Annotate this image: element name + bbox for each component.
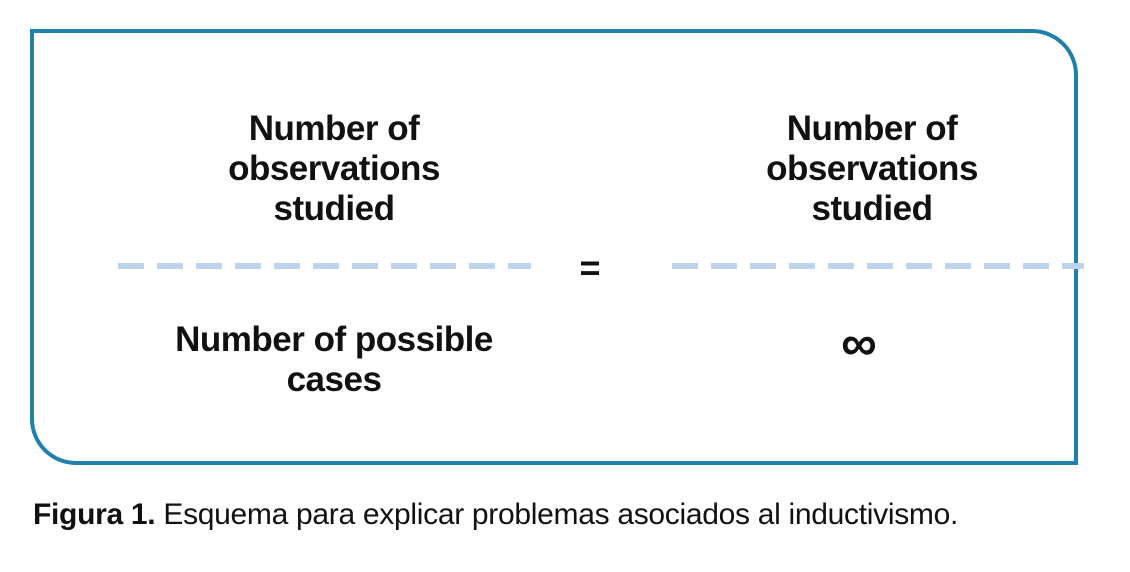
left-fraction-numerator: Number of observations studied <box>228 109 440 228</box>
figure-caption: Figura 1. Esquema para explicar problema… <box>33 496 1093 534</box>
left-fraction-denominator: Number of possible cases <box>175 320 493 399</box>
left-fraction-bar <box>118 263 531 269</box>
equals-sign: = <box>579 247 601 288</box>
caption-text: Esquema para explicar problemas asociado… <box>155 498 959 531</box>
right-fraction-numerator: Number of observations studied <box>766 109 978 228</box>
infinity-symbol: ∞ <box>841 315 877 371</box>
figure-frame: Number of observations studied Number of… <box>30 29 1084 465</box>
right-fraction-bar <box>672 263 1084 269</box>
caption-label: Figura 1. <box>33 498 156 531</box>
